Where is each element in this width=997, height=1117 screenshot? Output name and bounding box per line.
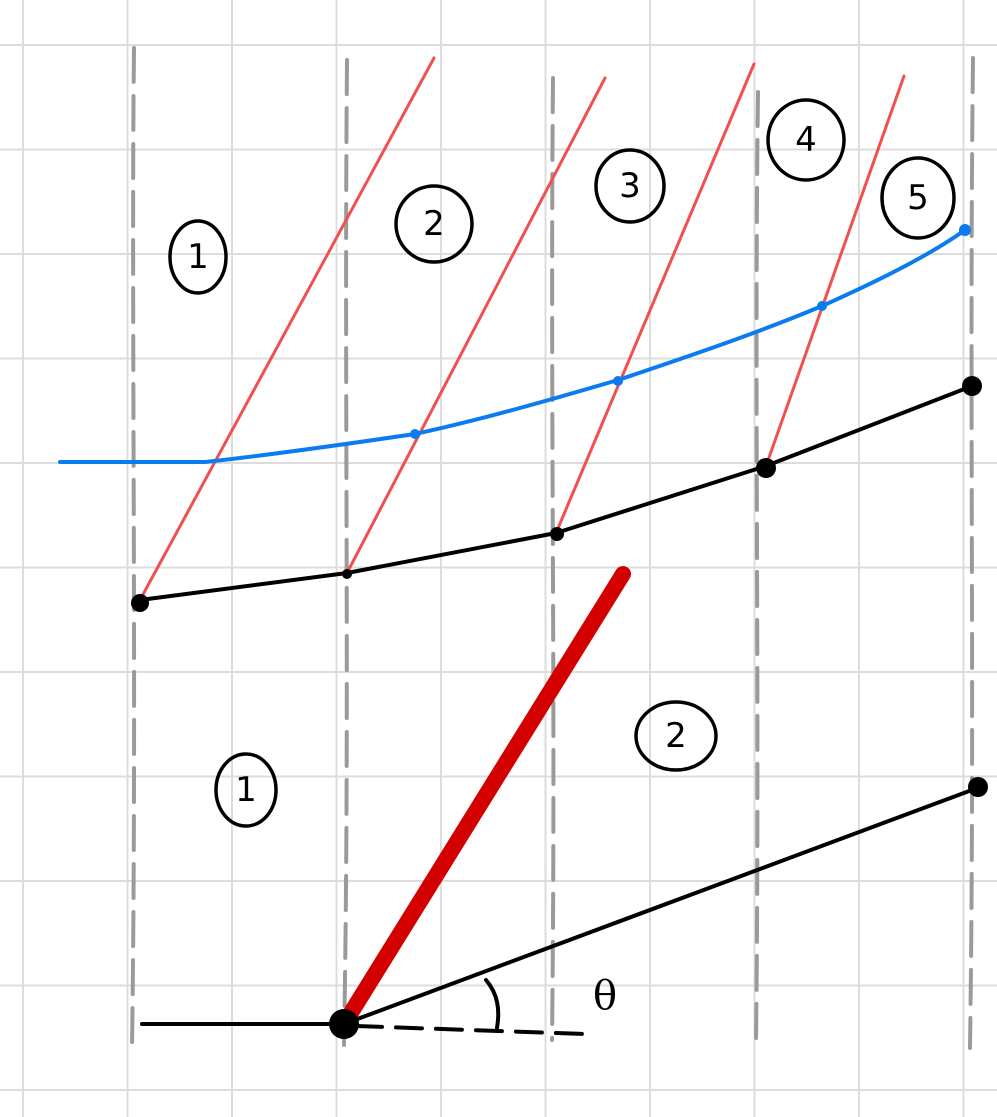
curve-point xyxy=(959,224,971,236)
theta-symbol: θ xyxy=(593,973,617,1019)
region-label-text: 2 xyxy=(665,716,687,756)
dashed-guides xyxy=(130,46,975,1050)
region-label-text: 3 xyxy=(619,166,641,206)
dashed-guide xyxy=(342,58,349,1047)
curve-point xyxy=(410,429,420,439)
curve-point xyxy=(613,376,623,386)
region-label: 1 xyxy=(168,219,228,295)
ray xyxy=(764,74,906,468)
region-label-text: 4 xyxy=(795,120,817,160)
curve-point xyxy=(817,301,827,311)
blue-curve xyxy=(58,224,971,464)
upper-polyline xyxy=(131,376,982,612)
vertex-dot xyxy=(962,376,982,396)
reference-dashed-line xyxy=(354,1024,586,1036)
vertex-dot xyxy=(342,569,352,579)
region-label: 2 xyxy=(634,700,718,772)
corner-dot xyxy=(329,1009,359,1039)
region-label: 3 xyxy=(594,148,666,224)
dashed-guide xyxy=(754,90,760,1044)
characteristic-rays xyxy=(138,56,906,602)
vertex-dot xyxy=(550,527,564,541)
ray xyxy=(138,56,436,602)
region-label: 2 xyxy=(394,184,474,264)
region-label: 4 xyxy=(766,98,846,182)
lower-diagram: θ xyxy=(140,566,988,1039)
thick-red-ray xyxy=(336,566,631,1032)
top-region-labels: 1 2 3 4 5 xyxy=(168,98,956,295)
ray xyxy=(345,76,607,575)
dashed-guide xyxy=(130,46,137,1050)
region-label: 1 xyxy=(214,752,278,828)
bottom-region-labels: 1 2 xyxy=(214,700,718,828)
dashed-guide xyxy=(968,56,975,1050)
outgoing-segment xyxy=(342,785,982,1026)
dashed-guide xyxy=(550,76,556,1042)
region-label-text: 1 xyxy=(187,237,209,277)
vertex-dot xyxy=(756,458,776,478)
end-dot xyxy=(968,777,988,797)
ray xyxy=(554,62,756,535)
region-label: 5 xyxy=(880,156,956,240)
region-label-text: 2 xyxy=(423,204,445,244)
vertex-dot xyxy=(131,594,149,612)
angle-arc xyxy=(484,978,501,1030)
region-label-text: 1 xyxy=(235,770,257,810)
region-label-text: 5 xyxy=(907,178,929,218)
blue-curve-path xyxy=(58,228,967,464)
